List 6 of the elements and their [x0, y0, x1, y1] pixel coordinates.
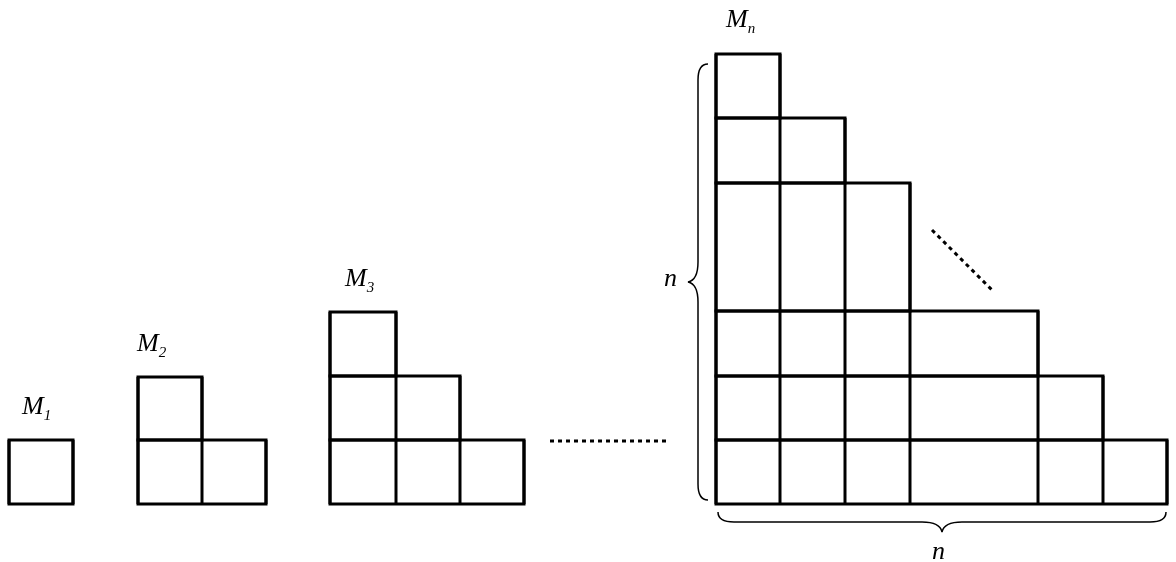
brace-label: n: [932, 538, 945, 562]
figure-label: M$_{1}$: [22, 393, 52, 424]
figure-label: M$_{2}$: [137, 330, 167, 361]
figure-label: M$_{3}$: [345, 265, 375, 296]
brace-label: n: [664, 265, 677, 291]
figure-label: M$_{n}$: [726, 6, 756, 37]
